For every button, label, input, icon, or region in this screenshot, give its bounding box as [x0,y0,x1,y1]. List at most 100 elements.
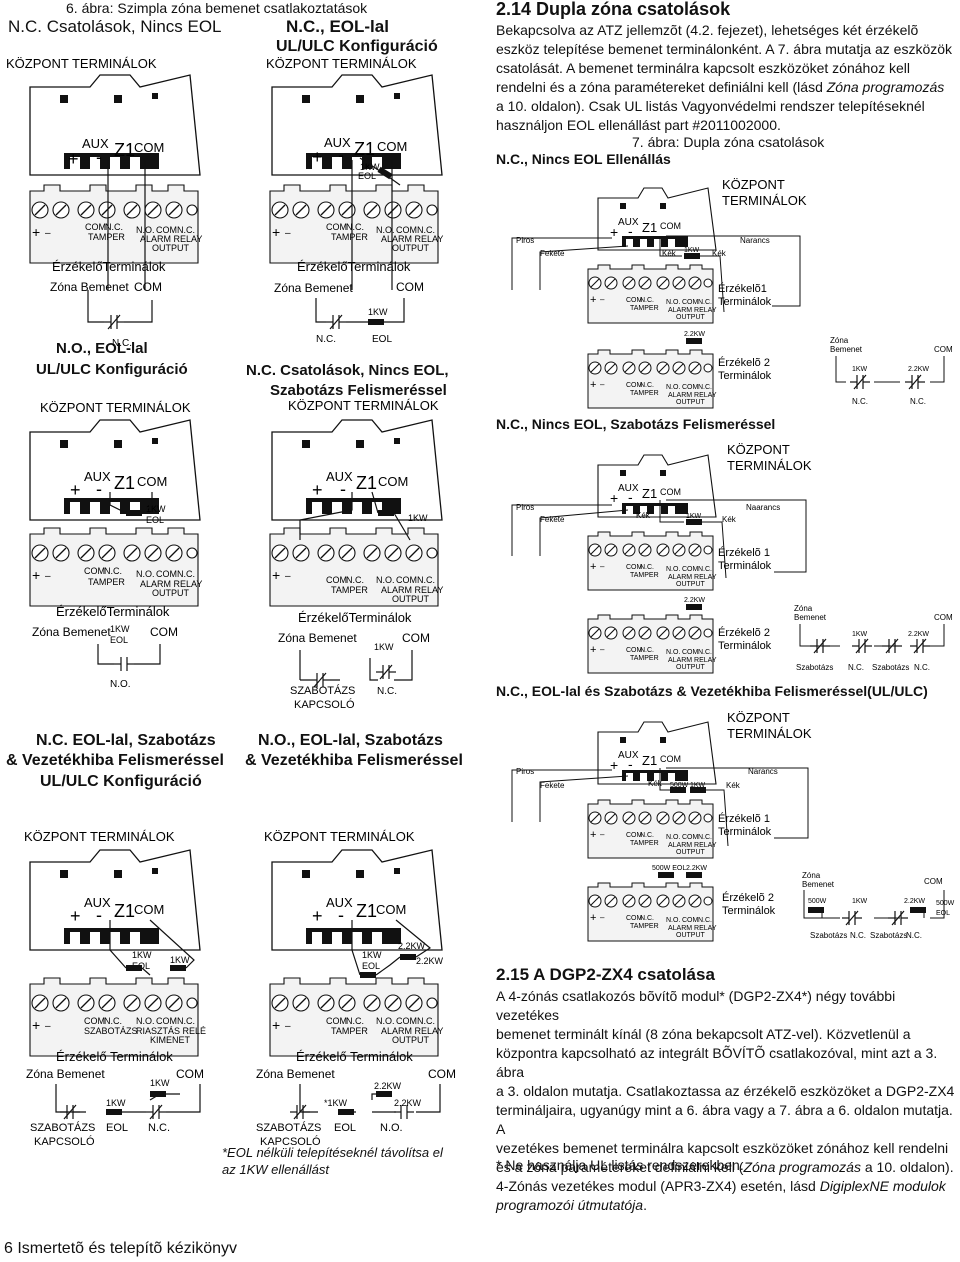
svg-text:Szabotázs: Szabotázs [872,663,909,672]
svg-text:500W: 500W [808,898,827,905]
svg-text:EOL: EOL [358,171,376,181]
svg-text:N.C.: N.C. [640,832,654,839]
svg-text:COM: COM [326,1016,347,1026]
svg-text:ÉrzékelőTerminálok: ÉrzékelőTerminálok [297,259,411,274]
diagram-6-title-line2: & Vezetékhiba Felismeréssel [245,752,463,769]
svg-text:N.O.: N.O. [376,225,395,235]
svg-text:Terminálok: Terminálok [718,826,772,838]
diagram-5: KÖZPONT TERMINÁLOK AUX + - Z1 COM 1KW EO… [24,829,206,1148]
svg-text:COM: COM [682,834,699,841]
svg-text:N.C.: N.C. [177,225,195,235]
svg-text:N.C.: N.C. [910,397,926,406]
svg-text:2.2KW: 2.2KW [398,941,426,951]
svg-text:1KW: 1KW [852,898,868,905]
svg-text:AUX: AUX [618,750,639,761]
svg-text:1KW: 1KW [362,950,382,960]
svg-text:N.O.: N.O. [666,834,680,841]
svg-text:ALARM RELAY: ALARM RELAY [668,574,717,581]
svg-text:AUX: AUX [618,217,639,228]
svg-text:1KW: 1KW [368,307,388,317]
svg-text:1KW: 1KW [852,631,868,638]
svg-text:Érzékelő Terminálok: Érzékelő Terminálok [296,1049,413,1064]
diagram-5-title-line2: & Vezetékhiba Felismeréssel [6,752,224,769]
svg-text:COM: COM [924,877,943,886]
figure-7-caption: 7. ábra: Dupla zóna csatolások [632,134,825,150]
svg-text:ALARM RELAY: ALARM RELAY [140,579,202,589]
svg-text:Bemenet: Bemenet [794,613,827,622]
svg-text:ALARM RELAY: ALARM RELAY [381,1026,443,1036]
svg-text:OUTPUT: OUTPUT [676,849,706,856]
svg-text:N.C.: N.C. [417,225,435,235]
svg-text:OUTPUT: OUTPUT [152,243,190,253]
svg-text:Érzékelõ 2: Érzékelõ 2 [718,356,770,369]
svg-text:COM: COM [150,625,178,639]
svg-text:Bemenet: Bemenet [802,880,835,889]
svg-text:+: + [70,480,81,500]
svg-text:KÖZPONT TERMINÁLOK: KÖZPONT TERMINÁLOK [40,400,191,415]
svg-text:COM: COM [378,474,408,489]
svg-text:N.C.: N.C. [148,1122,170,1134]
diagram-3-title-line1: N.O., EOL-lal [56,340,148,357]
svg-text:500W EOL: 500W EOL [652,865,686,872]
svg-text:Z1: Z1 [642,220,657,235]
svg-text:-: - [628,489,633,505]
svg-text:N.O.: N.O. [136,569,155,579]
svg-text:N.C.: N.C. [698,649,712,656]
svg-text:-: - [340,479,346,499]
diagram-6-title-line1: N.O., EOL-lal, Szabotázs [258,732,443,749]
svg-text:KÖZPONT TERMINÁLOK: KÖZPONT TERMINÁLOK [24,829,175,844]
svg-text:N.C.: N.C. [346,1016,364,1026]
svg-text:N.C.: N.C. [177,1016,195,1026]
svg-text:AUX: AUX [82,136,109,151]
svg-text:1KW: 1KW [106,1098,126,1108]
svg-text:-: - [338,145,344,165]
svg-text:Kék: Kék [636,511,651,520]
svg-text:1KW: 1KW [684,247,700,254]
svg-text:Érzékelõ 2: Érzékelõ 2 [718,626,770,639]
svg-text:COM: COM [934,345,953,354]
svg-text:COM: COM [682,566,699,573]
svg-text:1KW: 1KW [852,366,868,373]
svg-text:SZABOTÁZS: SZABOTÁZS [256,1121,321,1134]
svg-text:Kék: Kék [722,515,737,524]
svg-text:KÖZPONT TERMINÁLOK: KÖZPONT TERMINÁLOK [264,829,415,844]
svg-text:Piros: Piros [516,236,534,245]
svg-text:TAMPER: TAMPER [630,923,659,930]
svg-text:COM: COM [156,1016,177,1026]
svg-text:ALARM RELAY: ALARM RELAY [668,392,717,399]
svg-text:Szabotázs: Szabotázs [810,931,847,940]
svg-text:OUTPUT: OUTPUT [676,314,706,321]
svg-text:COM: COM [376,902,406,917]
svg-text:EOL: EOL [362,961,380,971]
svg-text:SZABOTÁZS: SZABOTÁZS [84,1026,138,1036]
svg-text:KIMENET: KIMENET [150,1035,191,1045]
svg-text:500W: 500W [670,782,689,789]
svg-text:KAPCSOLÓ: KAPCSOLÓ [260,1135,321,1148]
svg-text:Érzékelõ1: Érzékelõ1 [718,282,767,295]
svg-text:COM: COM [626,297,643,304]
diagram-5-title-line3: UL/ULC Konfiguráció [40,773,202,790]
svg-text:COM: COM [156,225,177,235]
svg-text:-: - [338,905,344,925]
svg-text:Z1: Z1 [114,901,135,921]
svg-text:TAMPER: TAMPER [88,577,125,587]
svg-text:N.C.: N.C. [852,397,868,406]
svg-text:N.C.: N.C. [377,686,397,697]
section-2-15-body: A 4-zónás csatlakozós bõvítõ modul* (DGP… [496,988,955,1213]
svg-text:Kék: Kék [662,249,677,258]
svg-text:Érzékelõ 2: Érzékelõ 2 [722,891,774,904]
svg-text:Narancs: Narancs [748,767,778,776]
svg-text:Érzékelõ 1: Érzékelõ 1 [718,546,770,559]
svg-text:ÉrzékelőTerminálok: ÉrzékelőTerminálok [52,259,166,274]
svg-text:1KW: 1KW [132,950,152,960]
svg-text:N.C.: N.C. [906,931,922,940]
svg-text:N.C.: N.C. [112,338,132,349]
svg-text:AUX: AUX [324,135,351,150]
svg-text:Zóna: Zóna [830,336,849,345]
svg-text:ÉrzékelőTerminálok: ÉrzékelőTerminálok [298,610,412,625]
svg-text:ALARM RELAY: ALARM RELAY [668,307,717,314]
svg-text:COM: COM [428,1067,456,1081]
svg-text:COM: COM [134,280,162,294]
